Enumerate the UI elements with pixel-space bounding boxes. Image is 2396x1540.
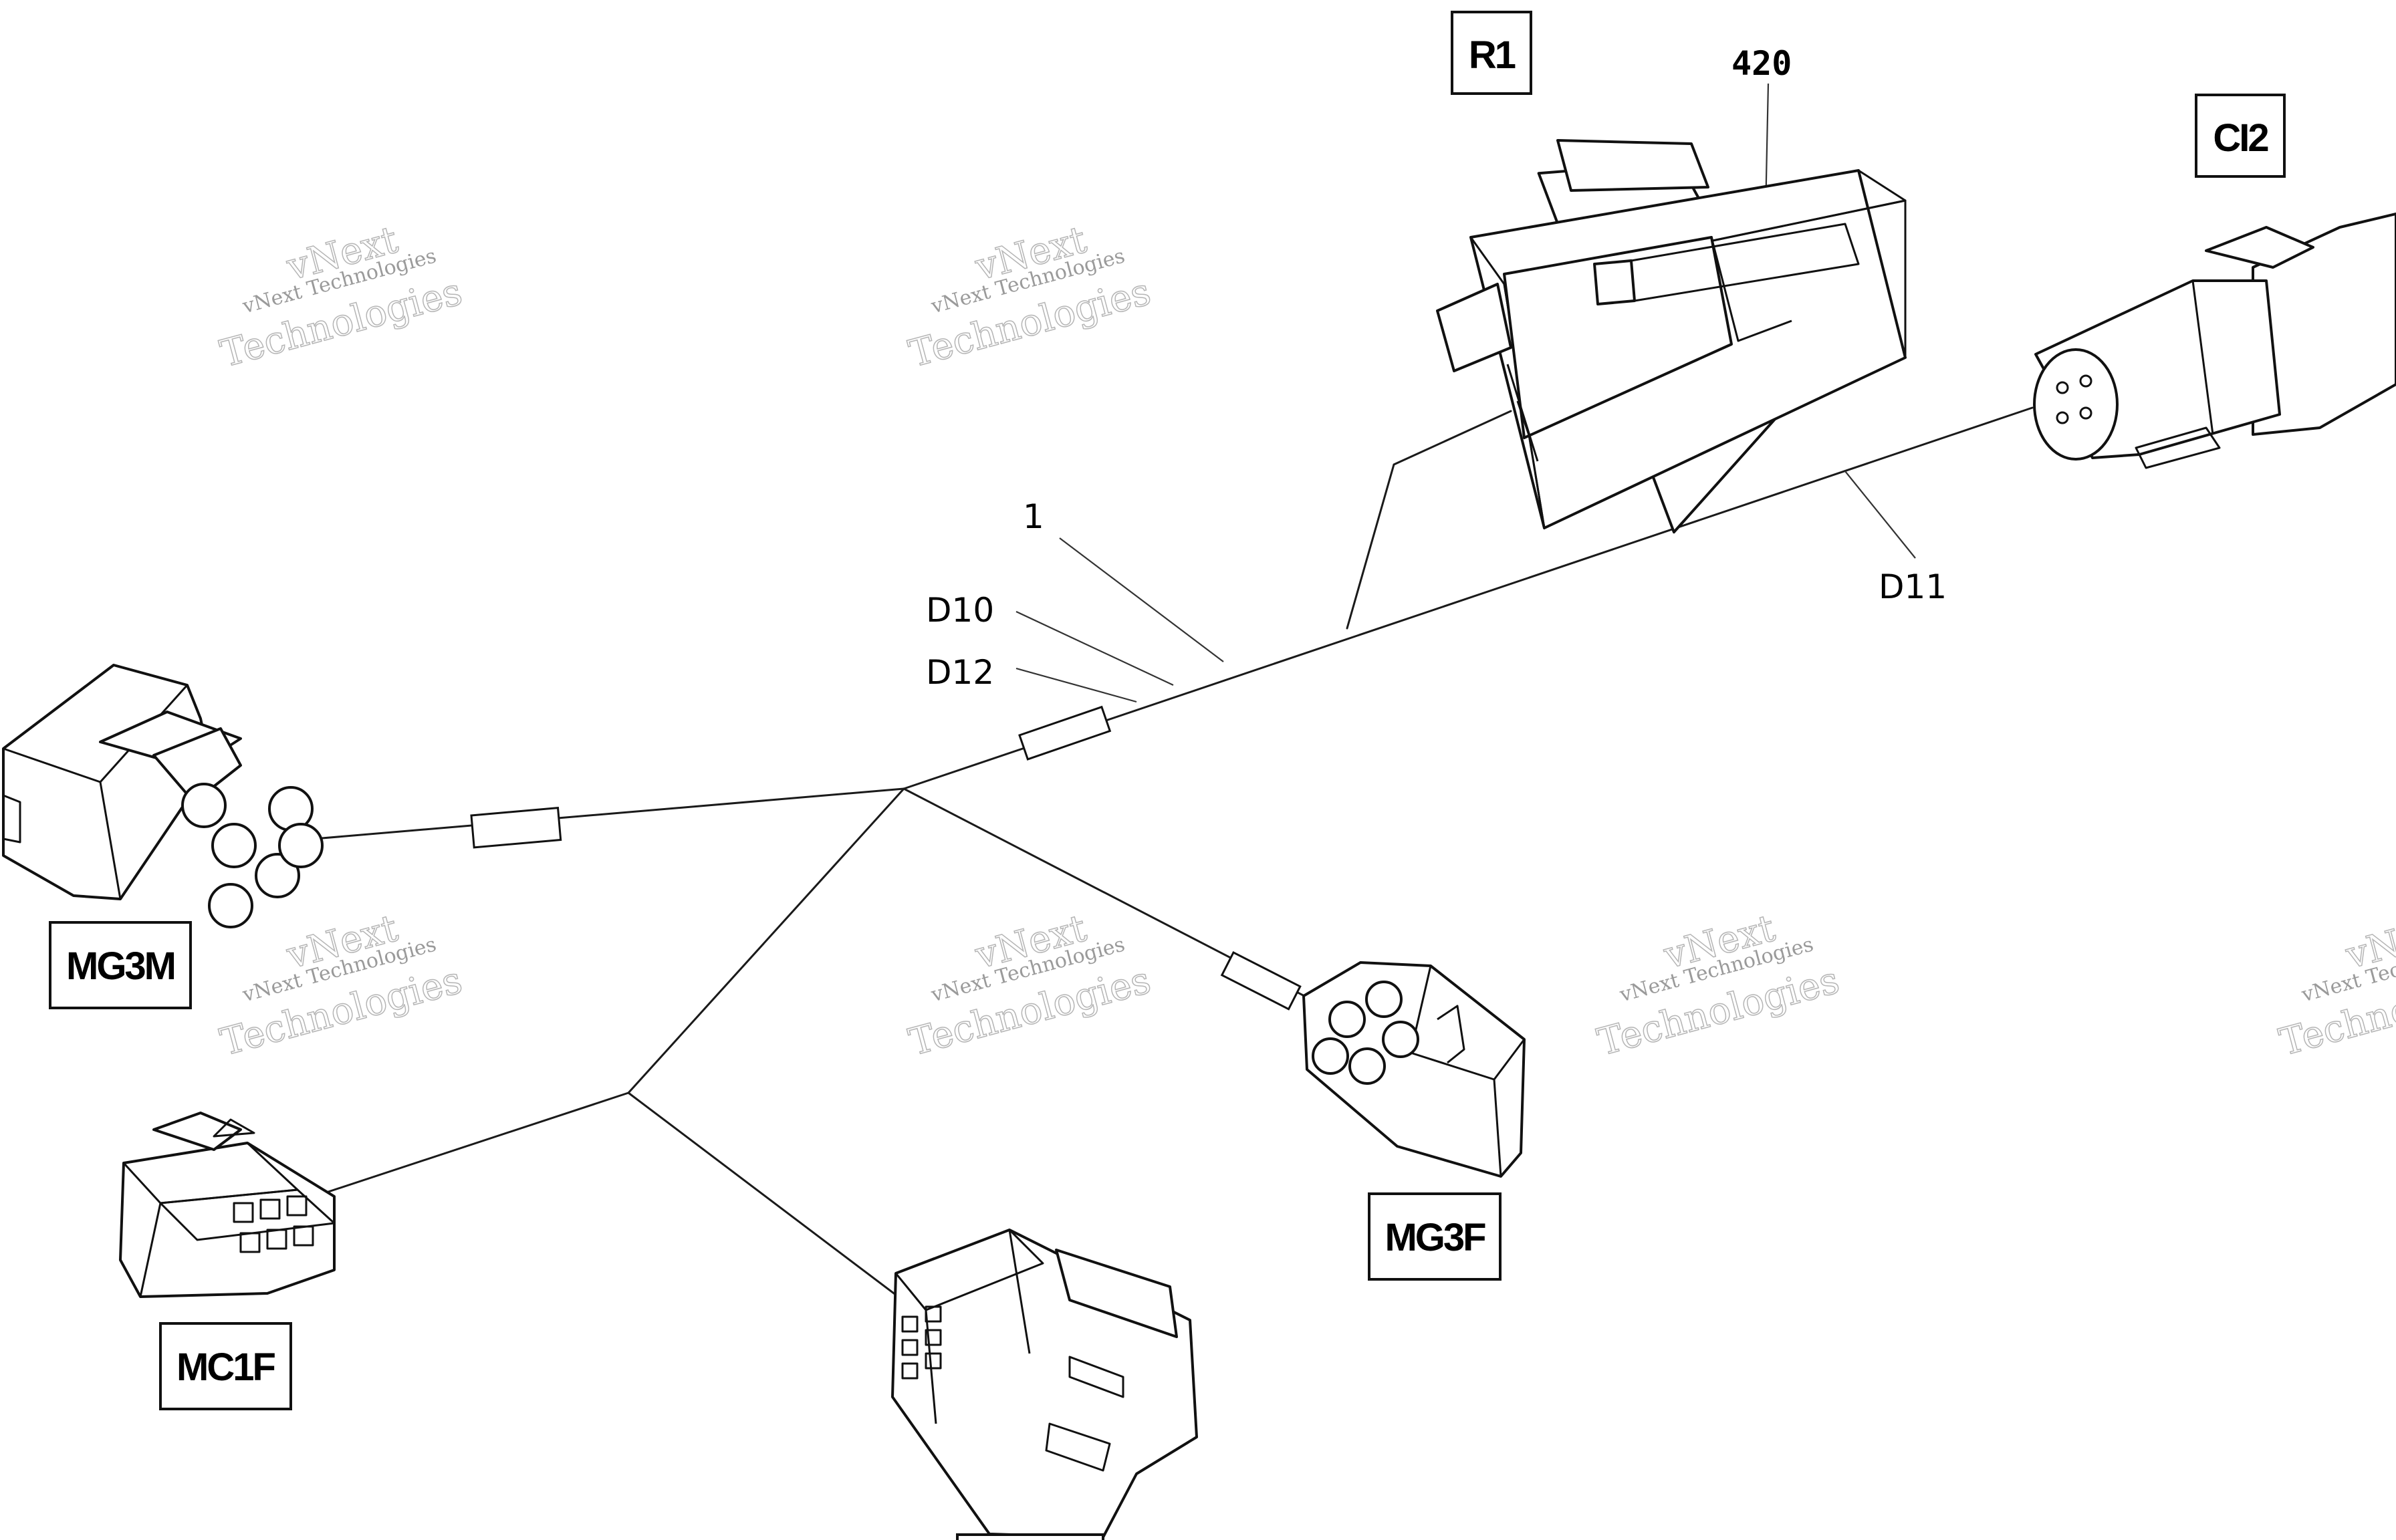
harness-wires bbox=[313, 406, 2034, 1321]
callout-d12: D12 bbox=[926, 653, 994, 692]
label-mg3m: MG3M bbox=[49, 921, 192, 1009]
wire-to-mg3m bbox=[313, 787, 905, 840]
connector-mg3f-component[interactable] bbox=[1302, 961, 1526, 1178]
sleeve-mg3f bbox=[1220, 950, 1302, 1011]
connector-mc1f-component[interactable] bbox=[119, 1112, 336, 1298]
label-r1-text: R1 bbox=[1469, 33, 1516, 77]
leader-1 bbox=[1059, 537, 1224, 662]
relay-r1-component[interactable] bbox=[1436, 139, 1907, 542]
watermark-tile: vNext vNext Technologies Technologies bbox=[215, 217, 467, 376]
sleeve-mg3m bbox=[470, 807, 562, 849]
label-ci2: CI2 bbox=[2195, 94, 2286, 178]
wire-sleeves bbox=[470, 705, 1302, 1011]
label-mc1f-text: MC1F bbox=[176, 1345, 275, 1389]
wire-to-r1 bbox=[1346, 410, 1512, 630]
label-partial-bottom bbox=[956, 1533, 1104, 1540]
watermark-tile: vNext vNext Technologies Technologies bbox=[2274, 906, 2396, 1065]
watermark-tile: vNext vNext Technologies Technologies bbox=[1592, 906, 1844, 1065]
label-mg3f: MG3F bbox=[1368, 1192, 1502, 1281]
label-ci2-text: CI2 bbox=[2213, 116, 2268, 160]
connector-mg3m-component[interactable] bbox=[2, 664, 324, 928]
leader-d10 bbox=[1015, 611, 1174, 686]
connector-bottom-component[interactable] bbox=[891, 1229, 1198, 1539]
callout-420: 420 bbox=[1731, 44, 1792, 83]
watermark-tile: vNext vNext Technologies Technologies bbox=[904, 906, 1155, 1065]
label-mg3f-text: MG3F bbox=[1385, 1216, 1485, 1259]
wire-to-mc1f bbox=[323, 1092, 630, 1194]
label-r1: R1 bbox=[1451, 11, 1532, 95]
leader-d12 bbox=[1015, 667, 1137, 703]
label-mc1f: MC1F bbox=[159, 1322, 292, 1410]
sleeve-trunk bbox=[1018, 705, 1112, 761]
callout-d11: D11 bbox=[1879, 567, 1947, 606]
connector-ci2-component[interactable] bbox=[2033, 213, 2396, 469]
leader-d11 bbox=[1844, 471, 1916, 559]
label-mg3m-text: MG3M bbox=[66, 944, 174, 988]
callout-d10: D10 bbox=[926, 591, 994, 630]
watermark-tile: vNext vNext Technologies Technologies bbox=[904, 217, 1155, 376]
callout-1: 1 bbox=[1023, 497, 1044, 536]
wire-to-bottom-connector bbox=[627, 1092, 931, 1321]
wire-branch-lower bbox=[627, 787, 905, 1094]
